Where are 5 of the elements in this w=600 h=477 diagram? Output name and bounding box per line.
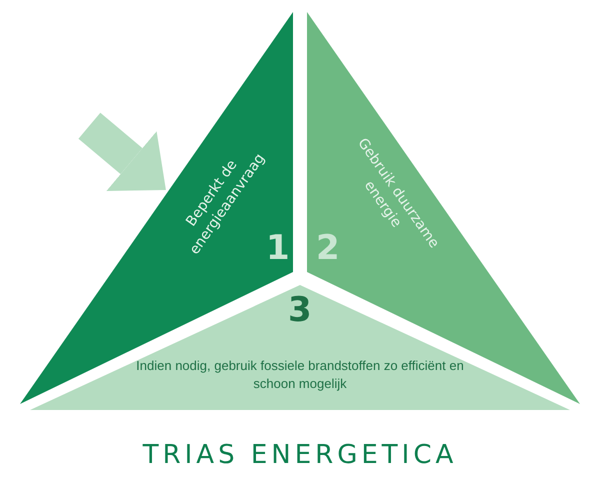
- segment-number: 2: [316, 230, 340, 266]
- segment-label: Indien nodig, gebruik fossiele brandstoffen zo efficiënt en schoon mogelijk: [135, 357, 465, 393]
- segment-number: 3: [288, 292, 312, 328]
- diagram-title: TRIAS ENERGETICA: [142, 440, 458, 470]
- segment-number: 1: [266, 230, 290, 266]
